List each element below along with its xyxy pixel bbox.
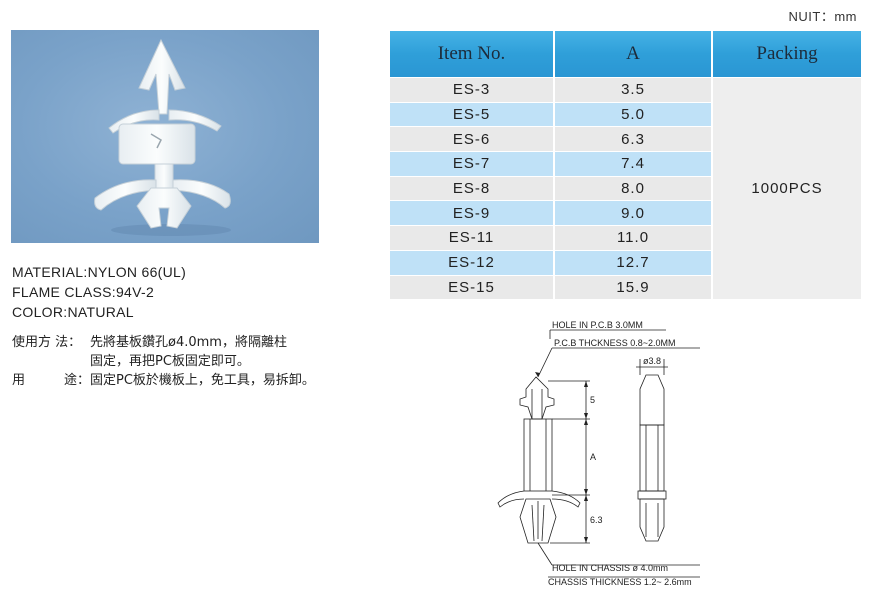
table-row: ES-3 3.5 1000PCS	[390, 77, 861, 300]
pcb-thickness-label: P.C.B THCKNESS 0.8~2.0MM	[554, 338, 675, 348]
table-row: ES-8 8.0	[390, 175, 861, 201]
method-text-2: 固定，再把PC板固定即可。	[90, 354, 250, 369]
flame-class-line: FLAME CLASS:94V-2	[12, 284, 155, 300]
cell-packing: 1000PCS	[712, 77, 861, 300]
diameter-label: ø3.8	[643, 356, 661, 366]
header-a: A	[554, 31, 713, 78]
pcb-spacer-photo-image	[94, 38, 231, 236]
dim-bottom-label: 6.3	[590, 515, 603, 525]
purpose-label-b: 途：	[63, 373, 90, 388]
chassis-thickness-label: CHASSIS THICKNESS 1.2~ 2.6mm	[548, 577, 692, 587]
spec-table: Item No. A Packing ES-3 3.5 1000PCS ES-5…	[390, 31, 861, 300]
table-row: ES-7 7.4	[390, 151, 861, 177]
cell-a: 11.0	[554, 225, 713, 251]
table-row: ES-6 6.3	[390, 126, 861, 152]
method-text-1: 先將基板鑽孔ø4.0mm，將隔離柱	[90, 335, 287, 350]
header-packing: Packing	[712, 31, 861, 78]
unit-label: NUIT：mm	[788, 9, 857, 24]
table-row: ES-11 11.0	[390, 225, 861, 251]
hole-in-pcb-label: HOLE IN P.C.B 3.0MM	[552, 320, 643, 330]
header-item-no: Item No.	[390, 31, 555, 78]
cell-a: 3.5	[554, 77, 713, 103]
cell-item: ES-11	[390, 225, 555, 251]
color-line: COLOR:NATURAL	[12, 304, 134, 320]
material-line: MATERIAL:NYLON 66(UL)	[12, 264, 187, 280]
method-row: 使用方 法： 先將基板鑽孔ø4.0mm，將隔離柱	[12, 333, 332, 352]
cell-item: ES-7	[390, 151, 555, 177]
cell-a: 8.0	[554, 175, 713, 201]
table-row: ES-5 5.0	[390, 101, 861, 127]
cell-item: ES-9	[390, 200, 555, 226]
purpose-label-a: 用	[12, 373, 26, 388]
method-label: 使用方 法：	[12, 335, 82, 350]
material-specs: MATERIAL:NYLON 66(UL) FLAME CLASS:94V-2 …	[12, 262, 186, 322]
cell-a: 12.7	[554, 249, 713, 275]
usage-instructions: 使用方 法： 先將基板鑽孔ø4.0mm，將隔離柱 固定，再把PC板固定即可。 用…	[12, 333, 332, 390]
cell-item: ES-12	[390, 249, 555, 275]
cell-item: ES-8	[390, 175, 555, 201]
cell-a: 9.0	[554, 200, 713, 226]
table-row: ES-9 9.0	[390, 200, 861, 226]
technical-drawing: HOLE IN P.C.B 3.0MM P.C.B THCKNESS 0.8~2…	[497, 320, 700, 587]
cell-item: ES-3	[390, 77, 555, 103]
dim-top-label: 5	[590, 395, 595, 405]
table-row: ES-15 15.9	[390, 274, 861, 300]
cell-a: 6.3	[554, 126, 713, 152]
cell-item: ES-6	[390, 126, 555, 152]
method-row-2: 固定，再把PC板固定即可。	[12, 352, 332, 371]
cell-a: 7.4	[554, 151, 713, 177]
hole-in-chassis-label: HOLE IN CHASSIS ø 4.0mm	[552, 563, 668, 573]
cell-item: ES-15	[390, 274, 555, 300]
cell-item: ES-5	[390, 101, 555, 127]
purpose-row: 用 途： 固定PC板於機板上，免工具，易拆卸。	[12, 371, 332, 390]
table-row: ES-12 12.7	[390, 249, 861, 275]
dim-a-label: A	[590, 452, 596, 462]
table-header-row: Item No. A Packing	[390, 31, 861, 78]
cell-a: 15.9	[554, 274, 713, 300]
cell-a: 5.0	[554, 101, 713, 127]
purpose-text: 固定PC板於機板上，免工具，易拆卸。	[90, 373, 315, 388]
product-photo	[11, 30, 319, 243]
